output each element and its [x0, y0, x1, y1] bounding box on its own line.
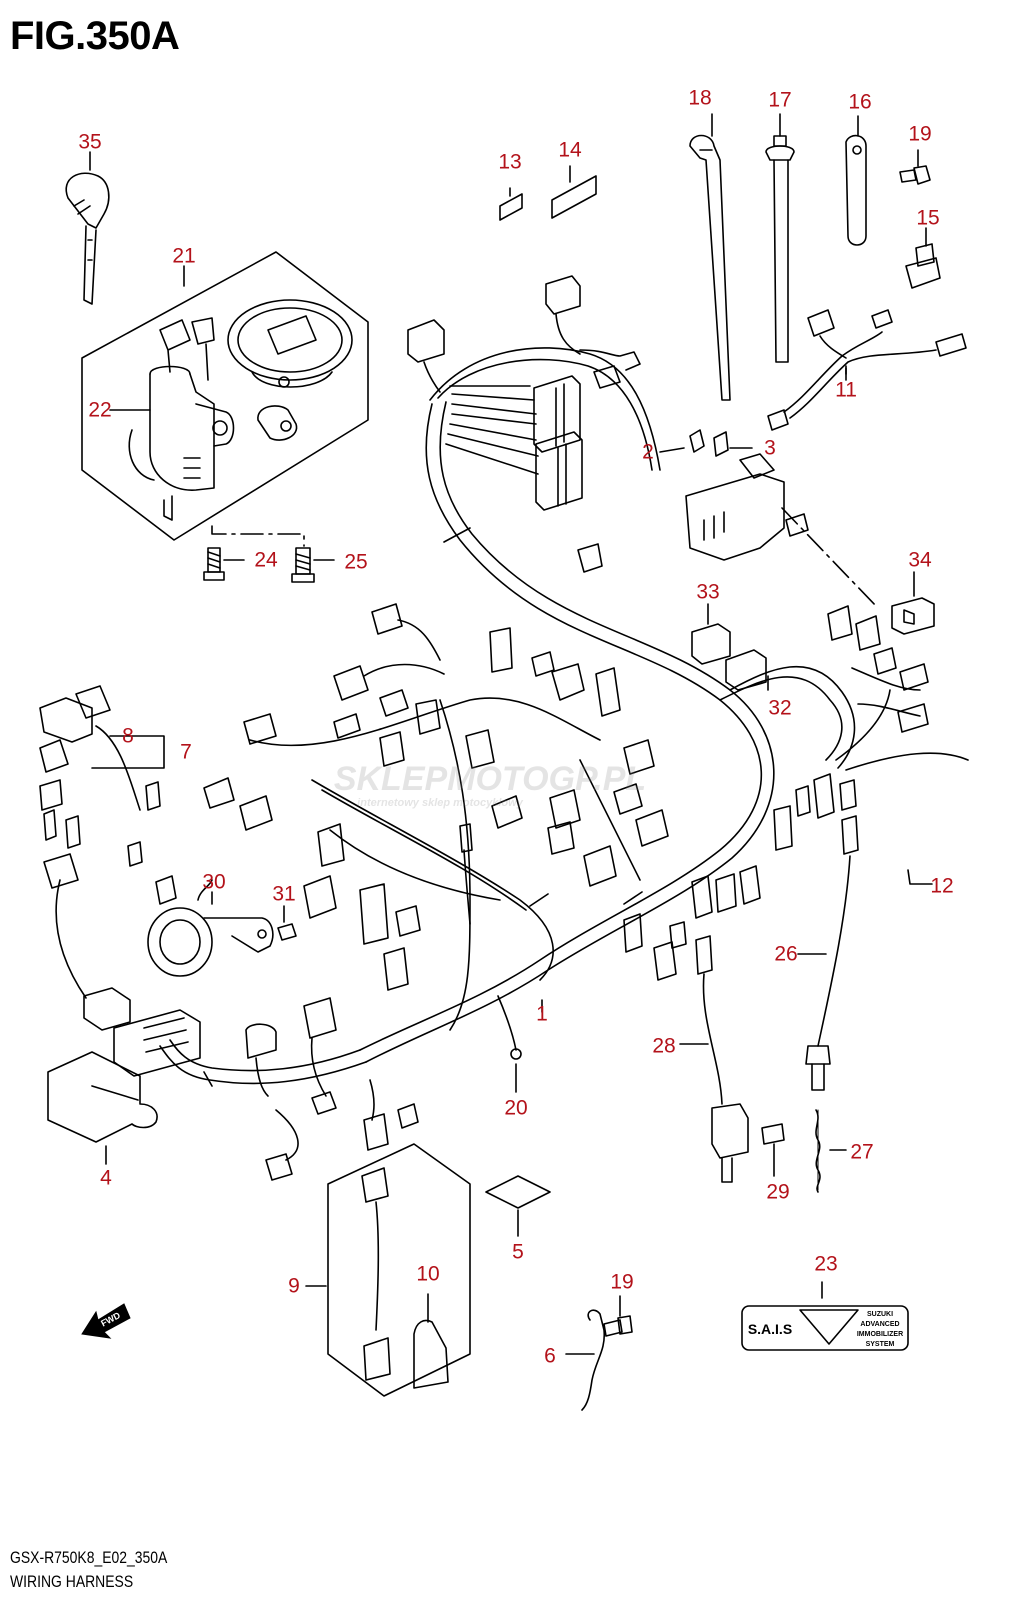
label-13 — [499, 193, 523, 221]
watermark-tagline: internetowy sklep motocyklowy — [357, 797, 524, 809]
callout-1: 1 — [536, 1002, 548, 1026]
callout-31: 31 — [272, 882, 296, 906]
bolt-24 — [203, 547, 245, 581]
ecu-connectors — [407, 275, 641, 573]
bolt-31 — [277, 905, 297, 941]
fwd-arrow-icon: FWD — [81, 1303, 131, 1339]
figure-title: FIG.350A — [10, 14, 180, 58]
label-14 — [551, 175, 597, 219]
callout-10: 10 — [416, 1262, 440, 1286]
relay-34 — [891, 597, 935, 635]
screw-19 — [899, 149, 931, 185]
callout-24: 24 — [254, 548, 278, 572]
fuse-box — [685, 453, 877, 607]
callout-34: 34 — [908, 548, 932, 572]
screw-29 — [761, 1123, 785, 1177]
callout-15: 15 — [916, 206, 940, 230]
callout-17: 17 — [768, 88, 792, 112]
switch-28 — [679, 935, 749, 1183]
leader-lines — [89, 151, 933, 1013]
section-name: WIRING HARNESS — [10, 1572, 134, 1591]
callout-19b: 19 — [610, 1270, 634, 1294]
cable-tie-18 — [689, 113, 731, 401]
callout-22: 22 — [88, 398, 112, 422]
clamp-15 — [905, 227, 941, 289]
callout-25: 25 — [344, 550, 368, 574]
callout-2: 2 — [642, 440, 654, 464]
callout-19a: 19 — [908, 122, 932, 146]
callout-4: 4 — [100, 1166, 112, 1190]
callout-5: 5 — [512, 1240, 524, 1264]
callout-8: 8 — [122, 724, 134, 748]
sais-line-3: IMMOBILIZER — [857, 1331, 903, 1338]
callout-6: 6 — [544, 1344, 556, 1368]
key-part — [65, 172, 110, 305]
callout-11: 11 — [835, 378, 857, 402]
callout-20: 20 — [504, 1096, 528, 1120]
band-16 — [845, 115, 867, 246]
bracket-6 — [565, 1309, 606, 1411]
relay-33 — [691, 623, 731, 665]
harness-connectors — [39, 603, 929, 1181]
callout-35: 35 — [78, 130, 102, 154]
callout-23: 23 — [814, 1252, 838, 1276]
sub-harness-11 — [767, 309, 967, 431]
relay-32 — [725, 649, 767, 691]
fuse-3 — [713, 431, 753, 457]
sensor-26 — [797, 815, 859, 1091]
cover-4 — [47, 1051, 158, 1165]
callout-33: 33 — [696, 580, 720, 604]
sais-main-text: S.A.I.S — [748, 1321, 792, 1337]
model-code: GSX-R750K8_E02_350A — [10, 1548, 168, 1567]
horn-30 — [147, 879, 274, 977]
callout-16: 16 — [848, 90, 872, 114]
screw-19b — [603, 1295, 633, 1337]
callout-28: 28 — [652, 1034, 676, 1058]
cable-tie-17 — [765, 113, 795, 363]
tape-5 — [485, 1175, 551, 1209]
callout-27: 27 — [850, 1140, 874, 1164]
sais-line-1: SUZUKI — [867, 1311, 893, 1318]
callout-13: 13 — [498, 150, 522, 174]
watermark: SKLEPMOTOGP.PL internetowy sklep motocyk… — [334, 760, 646, 809]
bolt-25 — [291, 547, 335, 583]
callout-9: 9 — [288, 1274, 300, 1298]
ignition-switch-set — [81, 251, 369, 541]
sais-label — [741, 1281, 909, 1351]
callout-3: 3 — [764, 436, 776, 460]
sais-line-4: SYSTEM — [866, 1341, 895, 1348]
spring-27 — [815, 1109, 847, 1193]
fuse-2 — [659, 429, 705, 453]
callout-14: 14 — [558, 138, 582, 162]
main-harness — [159, 347, 969, 1087]
callout-26: 26 — [774, 942, 798, 966]
callout-30: 30 — [202, 870, 226, 894]
callout-12: 12 — [930, 874, 954, 898]
callout-18: 18 — [688, 86, 712, 110]
harness-9-set — [327, 1143, 471, 1397]
callout-7: 7 — [180, 740, 192, 764]
sais-line-2: ADVANCED — [860, 1321, 899, 1328]
callout-21: 21 — [172, 244, 196, 268]
callout-32: 32 — [768, 696, 792, 720]
watermark-brand: SKLEPMOTOGP.PL — [334, 760, 646, 798]
callout-29: 29 — [766, 1180, 790, 1204]
